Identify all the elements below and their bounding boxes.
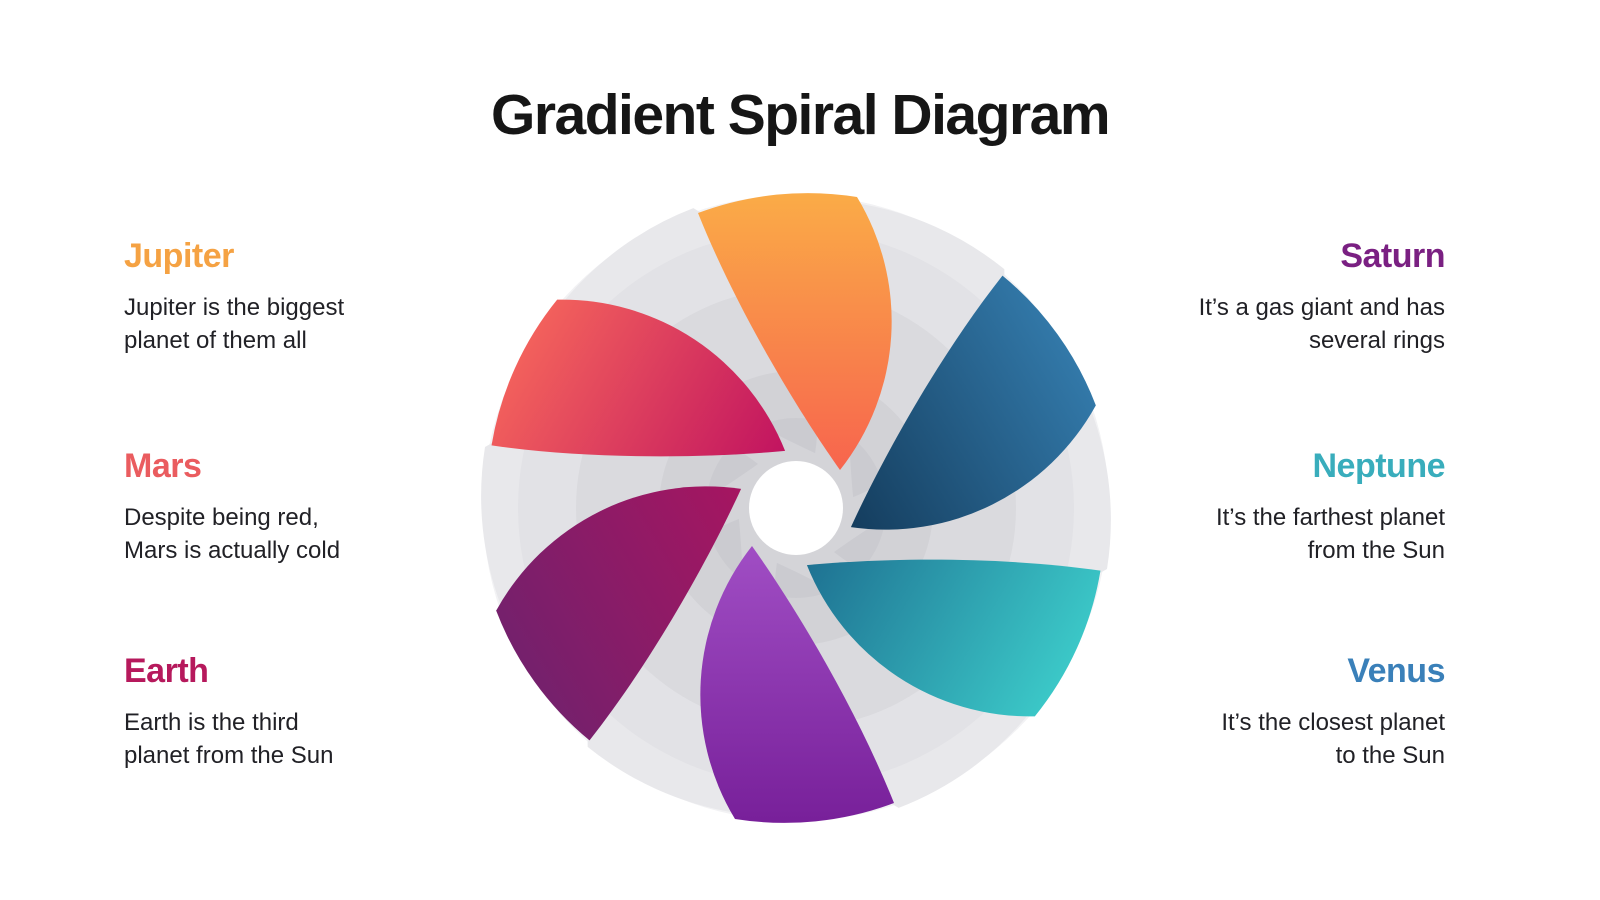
planet-description-mars: Despite being red,Mars is actually cold — [124, 504, 341, 564]
planet-name-neptune: Neptune — [1312, 447, 1446, 485]
planet-name-earth: Earth — [124, 652, 209, 690]
gradient-spiral-diagram — [474, 186, 1118, 830]
planet-block-mars: Mars Despite being red,Mars is actually … — [124, 446, 484, 567]
page-title: Gradient Spiral Diagram — [490, 83, 1111, 147]
planet-name-saturn: Saturn — [1340, 237, 1445, 275]
planet-name-mars: Mars — [124, 447, 202, 485]
spiral-center-circle — [749, 461, 843, 555]
planet-name-jupiter: Jupiter — [124, 237, 234, 275]
planet-name-venus: Venus — [1347, 652, 1445, 690]
